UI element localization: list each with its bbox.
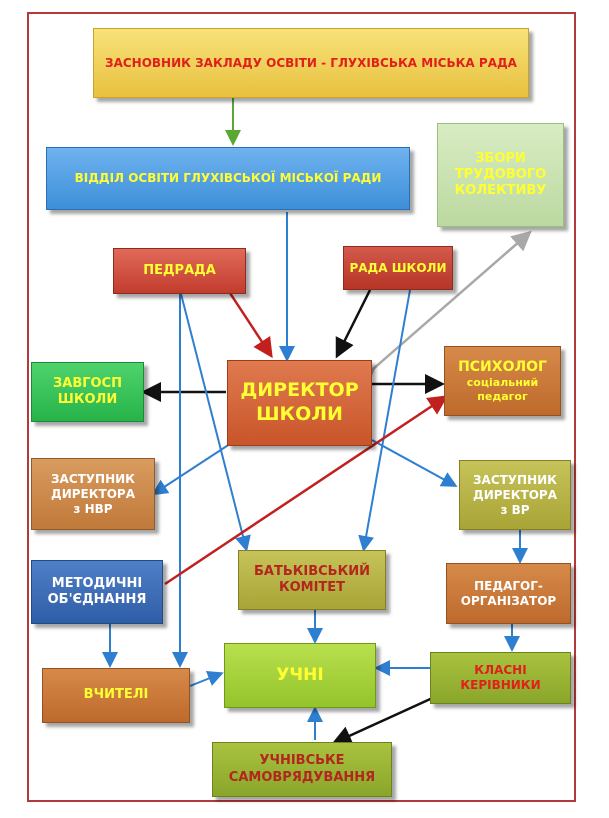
labor-collective-meeting-box: ЗБОРИ ТРУДОВОГО КОЛЕКТИВУ: [437, 123, 564, 227]
psychologist-box: ПСИХОЛОГ соціальний педагог: [444, 346, 561, 416]
class-teachers-box: КЛАСНІ КЕРІВНИКИ: [430, 652, 571, 704]
director-box: ДИРЕКТОР ШКОЛИ: [227, 360, 372, 446]
pedrada-box: ПЕДРАДА: [113, 248, 246, 294]
deputy-director-vr-box: ЗАСТУПНИК ДИРЕКТОРА з ВР: [459, 460, 571, 530]
school-council-box: РАДА ШКОЛИ: [343, 246, 453, 290]
pedagogue-organizer-box: ПЕДАГОГ- ОРГАНІЗАТОР: [446, 563, 571, 624]
student-self-government-box: УЧНІВСЬКЕ САМОВРЯДУВАННЯ: [212, 742, 392, 797]
students-box: УЧНІ: [224, 643, 376, 708]
methodical-associations-box: МЕТОДИЧНІ ОБ'ЄДНАННЯ: [31, 560, 163, 624]
education-department-box: ВІДДІЛ ОСВІТИ ГЛУХІВСЬКОЇ МІСЬКОЇ РАДИ: [46, 147, 410, 210]
deputy-director-nvr-box: ЗАСТУПНИК ДИРЕКТОРА з НВР: [31, 458, 155, 530]
parents-committee-box: БАТЬКІВСЬКИЙ КОМІТЕТ: [238, 550, 386, 610]
zavgosp-box: ЗАВГОСП ШКОЛИ: [31, 362, 144, 422]
social-pedagogue-label: соціальний педагог: [466, 376, 539, 403]
founder-box: ЗАСНОВНИК ЗАКЛАДУ ОСВІТИ - ГЛУХІВСЬКА МІ…: [93, 28, 529, 98]
teachers-box: ВЧИТЕЛІ: [42, 668, 190, 723]
psychologist-title: ПСИХОЛОГ: [458, 358, 547, 375]
